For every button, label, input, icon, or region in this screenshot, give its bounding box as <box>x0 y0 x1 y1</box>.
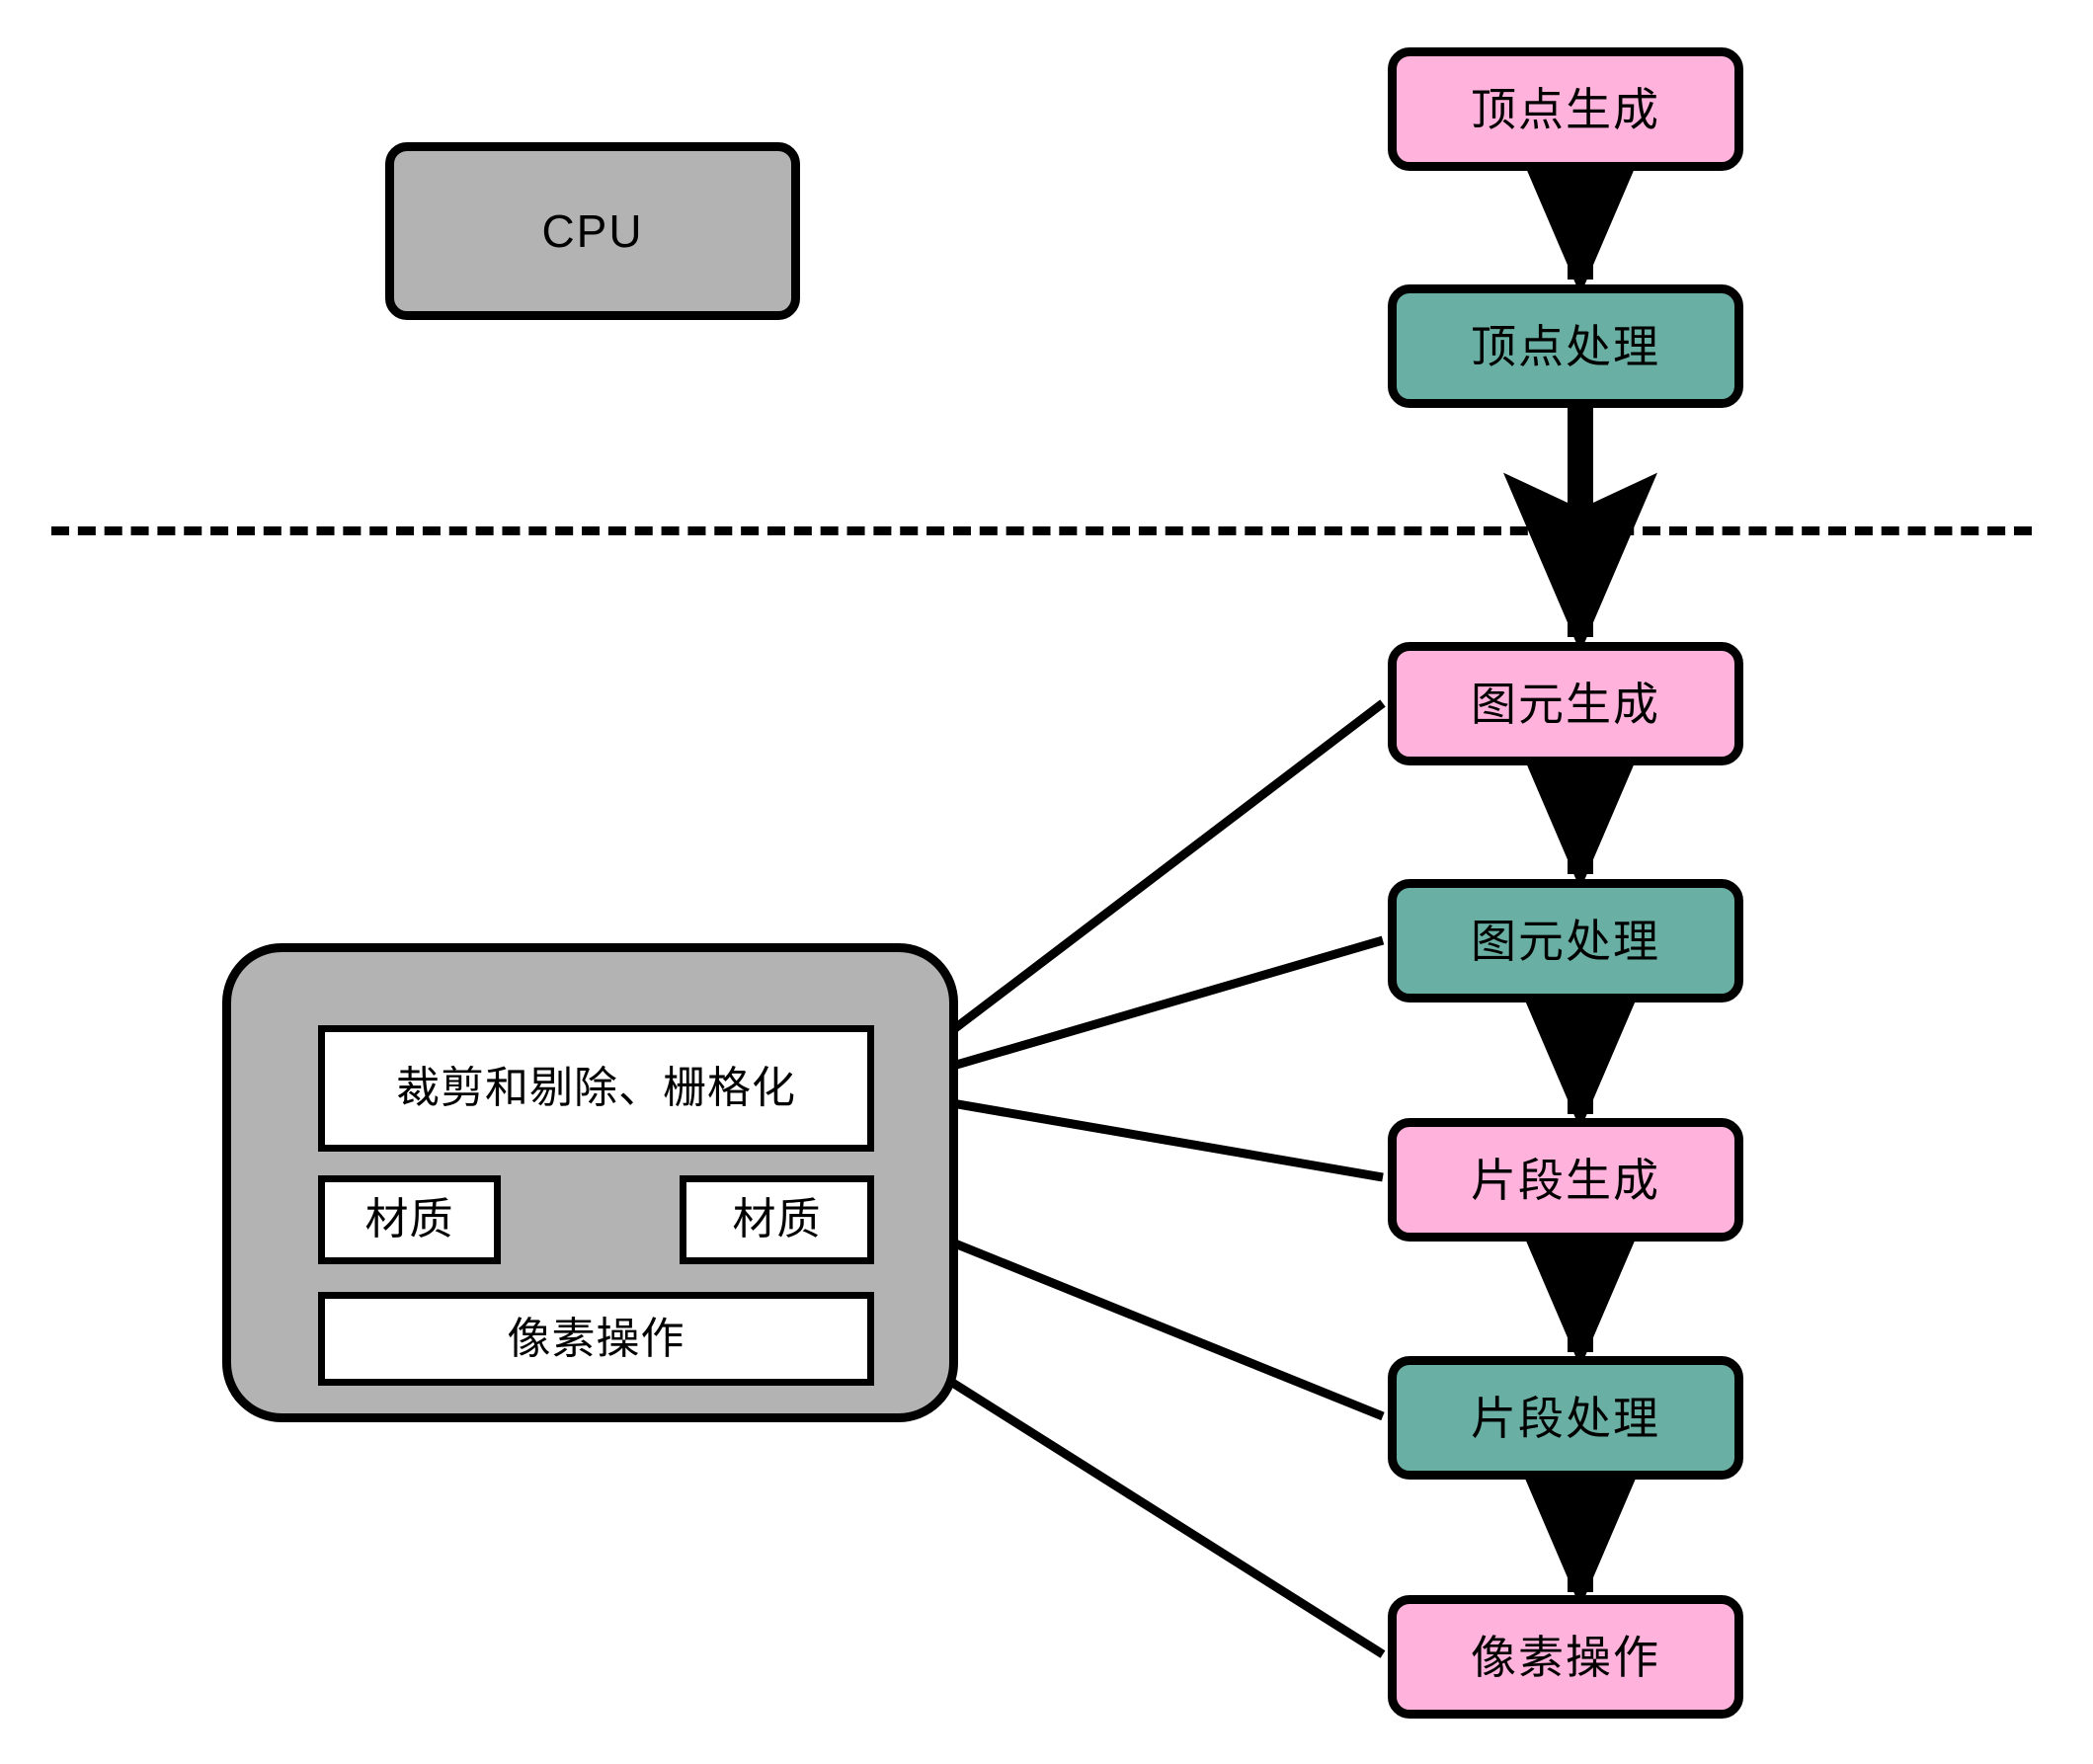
pipeline-node-primitive-processing-label: 图元处理 <box>1471 915 1660 967</box>
gpu-sub-block-raster-label: 裁剪和剔除、栅格化 <box>396 1064 796 1112</box>
pipeline-node-fragment-processing[interactable]: 片段处理 <box>1388 1356 1743 1480</box>
pipeline-node-vertex-generation-label: 顶点生成 <box>1471 83 1660 135</box>
gpu-sub-block-texture-left-label: 材质 <box>364 1195 454 1243</box>
pipeline-node-fragment-generation-label: 片段生成 <box>1471 1154 1660 1206</box>
gpu-sub-block-pixel-ops-label: 像素操作 <box>507 1314 685 1363</box>
pipeline-node-vertex-processing[interactable]: 顶点处理 <box>1388 284 1743 408</box>
cpu-block-label: CPU <box>541 205 644 257</box>
pipeline-node-fragment-processing-label: 片段处理 <box>1471 1392 1660 1444</box>
cpu-gpu-divider <box>51 526 2032 535</box>
gpu-sub-block-texture-right-label: 材质 <box>732 1195 822 1243</box>
gpu-sub-block-pixel-ops[interactable]: 像素操作 <box>318 1292 874 1386</box>
mapping-arrow-fragment-generation-to-raster <box>886 1080 1384 1182</box>
pipeline-node-primitive-processing[interactable]: 图元处理 <box>1388 879 1743 1002</box>
pipeline-node-pixel-operations[interactable]: 像素操作 <box>1388 1595 1743 1719</box>
gpu-sub-block-texture-left[interactable]: 材质 <box>318 1175 501 1264</box>
gpu-sub-block-texture-right[interactable]: 材质 <box>680 1175 874 1264</box>
pipeline-node-primitive-generation-label: 图元生成 <box>1471 678 1660 730</box>
mapping-arrow-pixel-operations-to-pixel-ops <box>876 1332 1386 1658</box>
pipeline-node-vertex-processing-label: 顶点处理 <box>1471 320 1660 372</box>
mapping-arrow-primitive-generation-to-raster <box>886 699 1386 1082</box>
pipeline-node-pixel-operations-label: 像素操作 <box>1471 1631 1660 1683</box>
gpu-sub-block-raster[interactable]: 裁剪和剔除、栅格化 <box>318 1025 874 1152</box>
pipeline-node-vertex-generation[interactable]: 顶点生成 <box>1388 47 1743 171</box>
mapping-arrow-primitive-processing-to-raster <box>886 935 1385 1091</box>
cpu-block[interactable]: CPU <box>385 142 800 320</box>
pipeline-node-primitive-generation[interactable]: 图元生成 <box>1388 642 1743 765</box>
pipeline-node-fragment-generation[interactable]: 片段生成 <box>1388 1118 1743 1242</box>
